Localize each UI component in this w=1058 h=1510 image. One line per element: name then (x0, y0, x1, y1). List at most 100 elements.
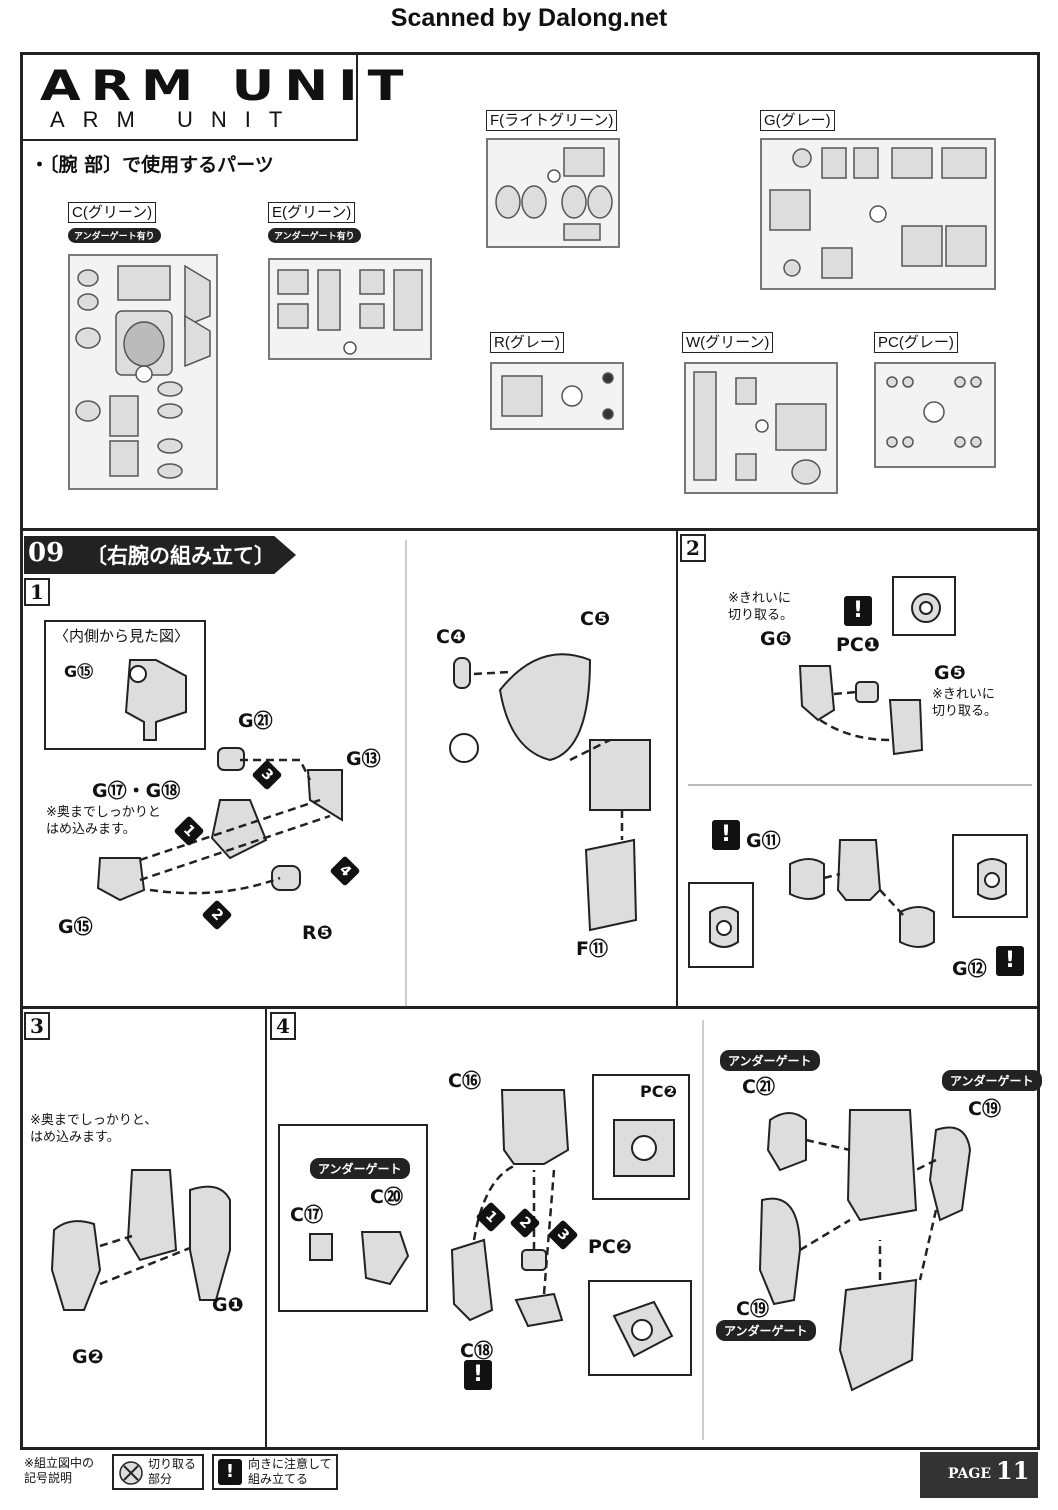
runner-pc-part (970, 436, 982, 448)
runner-label-e: E(グリーン) (268, 202, 356, 223)
pc2-detail-drawing (613, 1119, 675, 1177)
cut-icon (449, 733, 479, 763)
pc1-hole (919, 601, 933, 615)
runner-w-part (735, 377, 757, 405)
runner-e-part (277, 303, 309, 329)
runner-w-part (755, 419, 769, 433)
part-g17-g18 (210, 799, 268, 860)
runner-e-part (359, 303, 385, 329)
substep-2-number: 2 (680, 534, 706, 562)
runner-f-parts (495, 147, 613, 241)
runner-label-c: C(グリーン) (68, 202, 157, 223)
runner-e-parts (277, 269, 423, 355)
assembly-line (149, 876, 281, 895)
part-c19-left (758, 1197, 802, 1306)
legend-orient: ! 向きに注意して 組み立てる (212, 1454, 338, 1490)
runner-g-part (945, 225, 987, 267)
assembly-line (879, 889, 905, 917)
runner-e-part (393, 269, 423, 331)
assembly-line (240, 758, 312, 781)
runner-c-part (184, 264, 211, 328)
runner-g-part (821, 147, 847, 179)
orient-symbol-icon: ! (218, 1459, 242, 1485)
label-r5: R❺ (302, 922, 333, 944)
label-g21: G㉑ (238, 710, 273, 732)
runner-w-part (791, 459, 821, 485)
runner-c-part (77, 269, 99, 287)
logo-big-text: ARM UNIT (40, 61, 414, 110)
part-c20 (360, 1231, 410, 1286)
substep-4-divider (702, 1020, 704, 1440)
runner-r-part (602, 372, 614, 384)
runner-c-part (117, 265, 171, 301)
step-title-text: 〔右腕の組み立て〕 (86, 543, 275, 568)
pc1-detail-drawing (911, 593, 941, 623)
g11-detail-inset (688, 882, 754, 968)
label-g1: G❶ (212, 1294, 244, 1316)
part-g11 (789, 858, 825, 900)
c18-detail-inset (588, 1280, 692, 1376)
substep-3-number: 3 (24, 1012, 50, 1040)
part-g6 (798, 665, 836, 722)
runner-f-part (521, 185, 547, 219)
divider-step1-2 (676, 531, 678, 1007)
label-g12: G⑫ (952, 958, 987, 980)
assembly-line (915, 1158, 937, 1172)
runner-w (684, 362, 838, 494)
runner-f-part (547, 169, 561, 183)
scan-credit: Scanned by Dalong.net (390, 4, 668, 32)
assembly-line (819, 718, 891, 742)
part-g12 (899, 906, 935, 948)
label-pc2: PC❷ (588, 1236, 632, 1258)
runner-g-part (853, 147, 879, 179)
assembly-line (473, 670, 511, 676)
cut-symbol-scissors (123, 1465, 139, 1481)
assembly-line (823, 872, 841, 880)
assembly-line (918, 1209, 938, 1281)
g11-hole (716, 920, 732, 936)
runner-c-part (75, 400, 101, 422)
runner-w-part (693, 371, 717, 481)
runner-pc-part (970, 376, 982, 388)
runner-label-g: G(グレー) (760, 110, 835, 131)
label-c20: C⑳ (370, 1186, 403, 1208)
assembly-line (99, 1246, 191, 1286)
runner-c-part (184, 314, 211, 368)
runner-f-part (495, 185, 521, 219)
runner-pc-parts (886, 376, 982, 448)
label-c17: C⑰ (290, 1204, 323, 1226)
runner-f (486, 138, 620, 248)
logo-small-text: ARM UNIT (50, 107, 301, 132)
under-gate-drawing (309, 1231, 410, 1286)
runner-c-part (77, 293, 99, 311)
part-arm-core (126, 1169, 178, 1262)
label-g13: G⑬ (346, 748, 381, 770)
runner-g-part (783, 259, 801, 277)
runner-c-part (157, 403, 183, 419)
runner-pc-part (886, 436, 898, 448)
g12-hole (984, 872, 1000, 888)
runner-r-part (602, 408, 614, 420)
part-g5 (888, 699, 924, 756)
label-g6: G❻ (760, 628, 792, 650)
runner-e-part (359, 269, 385, 295)
part-c18 (514, 1292, 564, 1328)
c18-detail-drawing (612, 1300, 674, 1358)
inset-part-hole (129, 665, 147, 683)
label-pc2-inset: PC❷ (640, 1082, 678, 1101)
substep-4-number: 4 (270, 1012, 296, 1040)
divider-middle (20, 1006, 1040, 1009)
part-c17 (309, 1233, 333, 1261)
warn-icon-4: ! (464, 1360, 492, 1390)
runner-g (760, 138, 996, 290)
note-clean-cut-2: ※きれいに 切り取る。 (932, 687, 998, 719)
substep-1b-drawing (449, 653, 651, 932)
substep-3-drawing (50, 1169, 231, 1311)
label-f11: F⑪ (576, 938, 608, 960)
runner-g-part (792, 148, 812, 168)
under-gate-tag-2: アンダーゲート (720, 1050, 820, 1071)
legend-cut-text: 切り取る 部分 (148, 1457, 197, 1486)
g12-detail-drawing (977, 858, 1007, 900)
substep-1-drawing (96, 747, 343, 902)
runner-c-part (157, 463, 183, 479)
